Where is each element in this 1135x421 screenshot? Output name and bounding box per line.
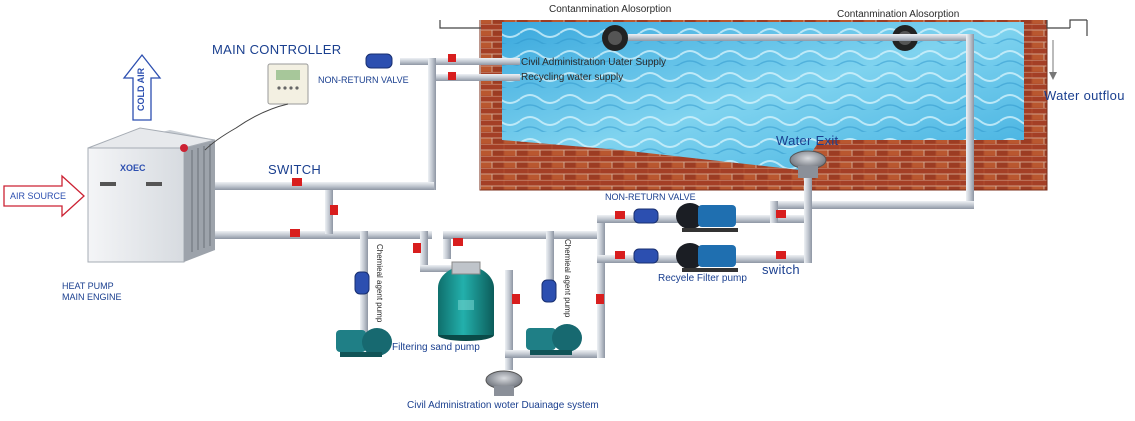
pump-left [336,328,392,357]
heat-pump-unit [87,127,216,263]
label-heat-pump-line2: MAIN ENGINE [62,292,122,302]
label-switch-top: SWITCH [268,162,322,177]
cold-air-arrow [122,53,162,121]
sand-filter-tank [438,261,494,341]
label-contamination-left: Contanmination Alosorption [549,4,672,15]
label-water-outflow: Water outflou [1044,88,1125,103]
label-switch-right: switch [762,262,800,277]
drainage-outlet [485,370,523,396]
label-recycle-filter-pump: Recyele Filter pump [658,273,747,284]
label-heat-pump-line1: HEAT PUMP [62,281,114,291]
recycle-pump-top [676,203,738,232]
label-chemical-pump-left: Chemieal agent pump [375,244,384,323]
label-recycling-supply: Recycling water supply [521,72,624,83]
label-contamination-right: Contanmination Alosorption [837,9,960,20]
pump-right [526,324,582,355]
label-cold-air: COLD AIR [136,67,146,111]
label-filtering-sand-pump: Filtering sand pump [392,342,480,353]
label-brand: XOEC [120,163,146,173]
contamination-absorber-left [602,25,628,51]
non-return-valves [354,53,659,303]
label-civil-supply: Civil Administration Uater Supply [521,57,667,68]
water-outflow-arrow [1049,40,1057,80]
air-source-arrow [3,174,85,218]
label-main-controller: MAIN CONTROLLER [212,42,342,57]
label-drainage-system: Civil Administration woter Duainage syst… [407,400,599,411]
label-water-exit: Water Exit [776,133,839,148]
label-non-return-valve-top: NON-RETURN VALVE [318,75,409,85]
water-exit-drain [789,150,827,178]
main-controller-device [204,63,309,151]
recycle-pump-bottom [676,243,738,272]
label-non-return-valve-right: NON-RETURN VALVE [605,192,696,202]
label-air-source: AIR SOURCE [10,191,67,201]
valve-handles [290,54,786,304]
label-chemical-pump-right: Chemieal agent pump [563,239,572,318]
swimming-pool [439,19,1088,191]
